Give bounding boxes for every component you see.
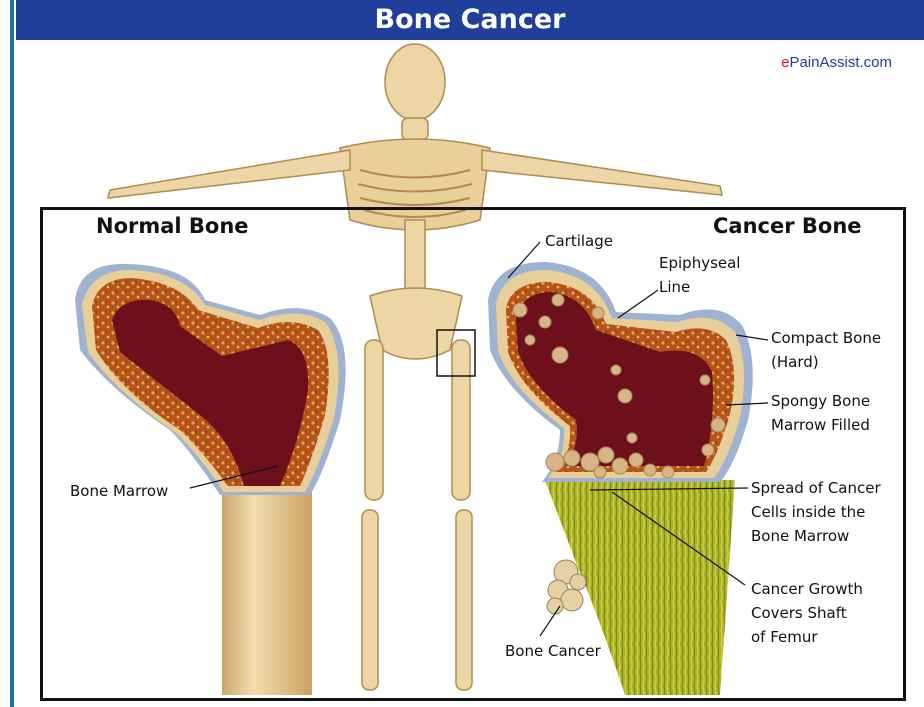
normal-bone-heading: Normal Bone: [96, 214, 249, 238]
label-bone-marrow: Bone Marrow: [70, 479, 168, 503]
cancer-bone-heading: Cancer Bone: [713, 214, 862, 238]
label-bone-cancer: Bone Cancer: [505, 639, 601, 663]
label-compact-bone: Compact Bone(Hard): [771, 326, 881, 374]
label-cartilage: Cartilage: [545, 229, 613, 253]
